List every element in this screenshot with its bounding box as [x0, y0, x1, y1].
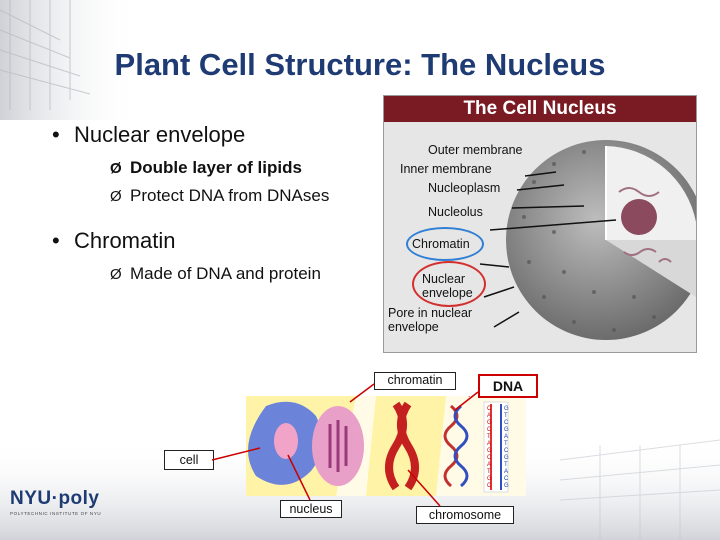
arrow-bullet-icon: Ø: [110, 188, 122, 205]
label-inner-membrane: Inner membrane: [400, 162, 492, 176]
bullet-dot-icon: •: [52, 228, 60, 253]
dna-base-letter: A: [504, 469, 508, 475]
label-nucleolus: Nucleolus: [428, 205, 483, 219]
label-outer-membrane: Outer membrane: [428, 143, 523, 157]
dna-base-letter: C: [487, 406, 492, 412]
dna-base-letter: G: [487, 420, 492, 426]
label-box-dna: DNA: [478, 374, 538, 398]
nucleolus-shape: [621, 199, 657, 235]
logo-text: NYU·poly: [10, 488, 100, 509]
dna-base-letter: G: [487, 476, 492, 482]
dna-base-letter: A: [487, 441, 491, 447]
nucleus-illustration: [479, 140, 696, 340]
slide-title: Plant Cell Structure: The Nucleus: [114, 47, 606, 82]
dna-base-letter: A: [504, 434, 508, 440]
label-box-chromosome: chromosome: [416, 506, 514, 524]
dna-base-letter: G: [504, 483, 509, 489]
bullet-chromatin: •Chromatin: [52, 228, 176, 253]
nucleus-figure: The Cell Nucleus: [383, 95, 697, 353]
dna-base-letter: T: [504, 441, 508, 447]
dna-base-letter: G: [504, 455, 509, 461]
figure-title: The Cell Nucleus: [384, 96, 696, 122]
dna-base-letter: C: [504, 476, 509, 482]
dna-base-letter: T: [504, 462, 508, 468]
dna-base-letter: A: [487, 413, 491, 419]
dna-base-letter: T: [504, 413, 508, 419]
label-box-chromatin: chromatin: [374, 372, 456, 390]
bullet-dot-icon: •: [52, 122, 60, 147]
dna-base-letter: G: [504, 406, 509, 412]
label-nucleoplasm: Nucleoplasm: [428, 181, 501, 195]
dna-base-letter: G: [504, 427, 509, 433]
dna-base-letter: T: [487, 469, 491, 475]
dna-base-letter: T: [487, 434, 491, 440]
dna-base-letter: A: [487, 462, 491, 468]
dna-base-letter: G: [487, 448, 492, 454]
bullet-nuclear-envelope: •Nuclear envelope: [52, 122, 246, 147]
chromatin-highlight: [406, 227, 484, 261]
dna-base-letter: C: [487, 455, 492, 461]
label-box-cell: cell: [164, 450, 214, 470]
dna-base-letter: C: [487, 483, 492, 489]
label-box-nucleus: nucleus: [280, 500, 342, 518]
nyu-poly-logo: NYU·poly POLYTECHNIC INSTITUTE OF NYU: [10, 488, 120, 524]
cell-nucleus-shape: [274, 423, 298, 459]
dna-base-letter: C: [487, 427, 492, 433]
arrow-bullet-icon: Ø: [110, 160, 122, 177]
nuclear-envelope-highlight: [412, 261, 486, 307]
arrow-bullet-icon: Ø: [110, 266, 122, 283]
logo-subtitle: POLYTECHNIC INSTITUTE OF NYU: [10, 511, 102, 516]
dna-base-letter: C: [504, 448, 509, 454]
dna-base-letter: C: [504, 420, 509, 426]
